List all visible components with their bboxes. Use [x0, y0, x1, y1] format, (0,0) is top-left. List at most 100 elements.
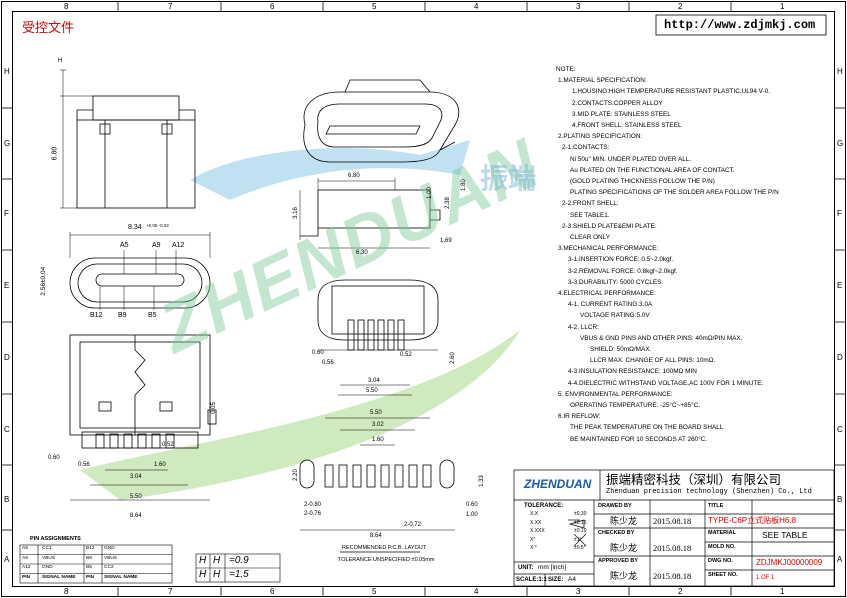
- frame-row-left: E: [4, 281, 10, 290]
- pin-table-cell: GND: [104, 546, 115, 551]
- size-value: A4: [568, 576, 576, 583]
- pin-label-a5: A5: [120, 242, 129, 249]
- tolerance-value: ±0.10: [574, 528, 587, 534]
- pin-table-cell: A9: [22, 555, 28, 561]
- frame-row-right: A: [837, 555, 843, 564]
- frame-col-bottom: 1: [780, 587, 785, 596]
- pin-table-title: PIN ASSIGNMENTS: [30, 536, 81, 542]
- frame-col-bottom: 3: [576, 587, 581, 596]
- watermark-cn: 振端: [480, 163, 537, 194]
- frame-row-right: F: [837, 209, 842, 218]
- note-line: 3-1.INSERTION FORCE: 0.5~2.0kgf.: [568, 256, 674, 264]
- tolerance-value: ±1°: [574, 536, 582, 543]
- pin-table-cell: CC1: [42, 546, 52, 551]
- dim-0-60-c: 0.60: [48, 455, 60, 461]
- website-url[interactable]: http://www.zdjmkj.com: [664, 18, 816, 32]
- h-table-cell: H: [199, 555, 207, 566]
- dim-2-0-80: 2-0.80: [304, 502, 322, 508]
- dim-1-00-b: 1.00: [466, 512, 478, 518]
- note-line: 2-1.CONTACTS:: [562, 144, 610, 152]
- inner-frame: [12, 11, 835, 587]
- note-line: SHIELD: 50mΩ/MAX.: [590, 346, 652, 353]
- material-value: SEE TABLE: [762, 530, 808, 540]
- frame-row-left: D: [4, 353, 10, 362]
- unit-label: UNIT:: [518, 565, 534, 571]
- front-view: [69, 232, 211, 310]
- note-line: Au PLATED ON THE FUNCTIONAL AREA OF CONT…: [570, 166, 735, 174]
- note-line: 4.ELECTRICAL PERFORMANCE:: [558, 290, 656, 297]
- dim-5-50-b: 5.50: [130, 494, 142, 500]
- tolerance-value: ±0.15: [574, 519, 587, 526]
- scale-label: SCALE:1:1: [516, 577, 548, 583]
- controlled-document-stamp: 受控文件: [22, 20, 75, 35]
- note-line: 6.IR REFLOW:: [558, 413, 601, 421]
- note-line: BE MAINTAINED FOR 10 SECONDS AT 260°C.: [570, 435, 708, 443]
- frame-col-bottom: 2: [678, 587, 683, 596]
- frame-row-right: B: [837, 495, 843, 504]
- note-line: SEE TABLE1.: [570, 211, 610, 219]
- drawn-by-label: DRAWED BY: [598, 503, 632, 509]
- pin-table-cell: A5: [22, 546, 28, 551]
- h-table-grid: [195, 553, 281, 583]
- pin-table-cell: GND: [42, 565, 53, 570]
- note-line: VOLTAGE RATING:5.0V: [580, 312, 650, 320]
- dwg-number: ZDJMKJ00000009: [756, 558, 823, 567]
- title-label: TITLE: [708, 503, 724, 509]
- company-name-en: Zhenduan precision technology (Shenzhen)…: [606, 488, 812, 496]
- frame-col-top: 1: [780, 2, 785, 11]
- dim-1-00: 1.00: [426, 187, 433, 199]
- frame-row-right: E: [837, 281, 843, 290]
- side-view-top-left: [60, 69, 196, 209]
- drawing-title: TYPE-C6P立式贴板H6.8: [708, 516, 797, 525]
- unit-value: mm [inch]: [538, 564, 567, 571]
- company-name-cn: 振端精密科技（深圳）有限公司: [606, 473, 782, 487]
- pcb-layout: [299, 417, 455, 553]
- note-line: Ni 50u" MIN. UNDER PLATED OVER ALL.: [570, 155, 692, 163]
- frame-col-bottom: 5: [372, 587, 377, 596]
- dim-5-50-a: 5.50: [366, 388, 378, 394]
- frame-col-top: 2: [678, 2, 683, 11]
- checked-by: 陈少龙: [610, 543, 638, 553]
- note-line: 5. ENVIRONMENTAL PERFORMANCE:: [558, 390, 673, 398]
- dim-6-80-center: 6.80: [348, 173, 360, 179]
- h-table-cell: =1.5: [229, 569, 249, 580]
- h-table-cell: H: [213, 569, 221, 580]
- dim-3-04-a: 3.04: [368, 378, 380, 384]
- frame-col-bottom: 6: [270, 587, 275, 596]
- note-line: NOTE:: [556, 66, 576, 73]
- note-line: 2-3.SHIELD PLATE&EMI PLATE:: [562, 222, 657, 230]
- frame-row-right: D: [837, 353, 843, 362]
- note-line: CLEAR ONLY: [570, 234, 611, 241]
- company-logo: ZHENDUAN: [524, 477, 592, 491]
- tolerance-value: ±0.5°: [574, 545, 586, 551]
- frame-row-right: G: [837, 139, 844, 148]
- dim-1-33: 1.33: [478, 475, 485, 487]
- note-line: 3.MID PLATE: STAINLESS STEEL: [572, 110, 671, 118]
- pin-table-cell: B12: [86, 546, 95, 551]
- tolerance-key: X.XX: [530, 519, 542, 526]
- note-line: 3-3.DURABILITY: 5000 CYCLES.: [568, 278, 664, 286]
- frame-col-bottom: 7: [168, 587, 173, 596]
- pin-label-b5: B5: [148, 312, 157, 319]
- frame-row-left: A: [4, 555, 10, 564]
- dim-3-04-b: 3.04: [130, 474, 142, 480]
- dim-8-34: 8.34: [128, 224, 142, 231]
- tolerance-key: X°: [530, 536, 536, 543]
- dim-h-mark: H: [58, 58, 63, 64]
- sheet-label: SHEET NO.: [708, 572, 738, 578]
- note-line: PLATING SPECIFICATIONS OF THE SOLDER ARE…: [570, 189, 779, 197]
- pin-label-b9: B9: [118, 312, 127, 319]
- frame-col-top: 6: [270, 2, 275, 11]
- frame-row-left: C: [4, 425, 10, 434]
- tolerance-key: X.X: [530, 511, 539, 517]
- pin-label-a9: A9: [152, 242, 161, 249]
- dwg-label: DWG NO.: [708, 558, 733, 564]
- pin-table-cell: SIGNAL NAME: [104, 574, 138, 580]
- tolerance-key: X.°: [530, 545, 537, 551]
- tolerance-key: X.XXX: [530, 528, 545, 534]
- side-view-center: [299, 178, 441, 249]
- note-line: 2.PLATING SPECIFICATION:: [558, 133, 643, 141]
- note-line: 1.HOUSING:HIGH TEMPERATURE RESISTANT PLA…: [572, 88, 771, 96]
- size-label: SIZE:: [548, 577, 564, 583]
- frame-row-right: C: [837, 425, 843, 434]
